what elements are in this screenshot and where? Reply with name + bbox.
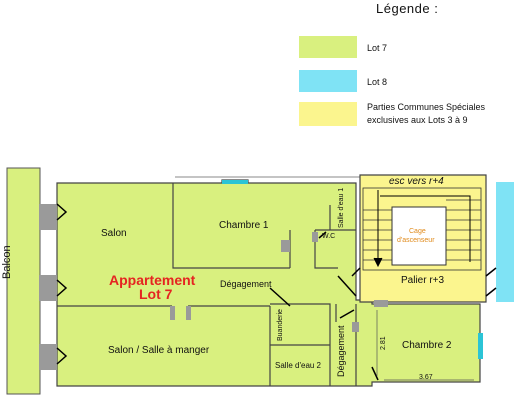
dimension-lines (376, 310, 474, 381)
lot8-area (496, 182, 514, 302)
salle-eau2-label: Salle d'eau 2 (275, 361, 322, 370)
palier-label: Palier r+3 (401, 275, 445, 286)
balcon-label: Balcon (1, 245, 13, 279)
chambre2-label: Chambre 2 (402, 340, 452, 351)
legend-swatch-lot7-icon (299, 36, 357, 58)
doors (56, 203, 497, 381)
interior-walls (57, 183, 357, 386)
salon-salle-a-manger-label: Salon / Salle à manger (108, 345, 210, 356)
legend-swatch-lot8-icon (299, 70, 357, 92)
plan-title-line2: Lot 7 (139, 286, 173, 302)
plan-title-line1: Appartement (109, 272, 196, 288)
salle-eau1-label: Salle d'eau 1 (338, 187, 345, 228)
buanderie-label: Buanderie (277, 309, 284, 341)
window-chambre2 (478, 333, 483, 359)
legend-label-lot7: Lot 7 (367, 43, 388, 53)
balcon-area (6, 167, 41, 395)
staircase (362, 187, 482, 271)
elevator-cage (391, 206, 447, 266)
wc-label: W.C (322, 233, 336, 240)
salon-label: Salon (101, 228, 127, 239)
wall-openings (39, 204, 388, 370)
legend-swatch-parties-communes-icon (299, 102, 357, 126)
degagement1-label: Dégagement (220, 279, 272, 289)
cage-label-line2: d'ascenseur (397, 237, 435, 244)
cage-label-line1: Cage (409, 228, 426, 235)
esc-label: esc vers r+4 (389, 176, 444, 187)
legend-label-parties-communes-2: exclusives aux Lots 3 à 9 (367, 115, 468, 125)
dimension-height-label: 2.81 (380, 336, 387, 350)
chambre1-label: Chambre 1 (219, 220, 269, 231)
legend-title: Légende : (376, 1, 439, 16)
dimension-width-label: 3.67 (419, 374, 433, 381)
legend-label-parties-communes-1: Parties Communes Spéciales (367, 102, 486, 112)
window-chambre1 (222, 180, 248, 184)
degagement2-label: Dégagement (336, 325, 346, 377)
legend-label-lot8: Lot 8 (367, 77, 388, 87)
